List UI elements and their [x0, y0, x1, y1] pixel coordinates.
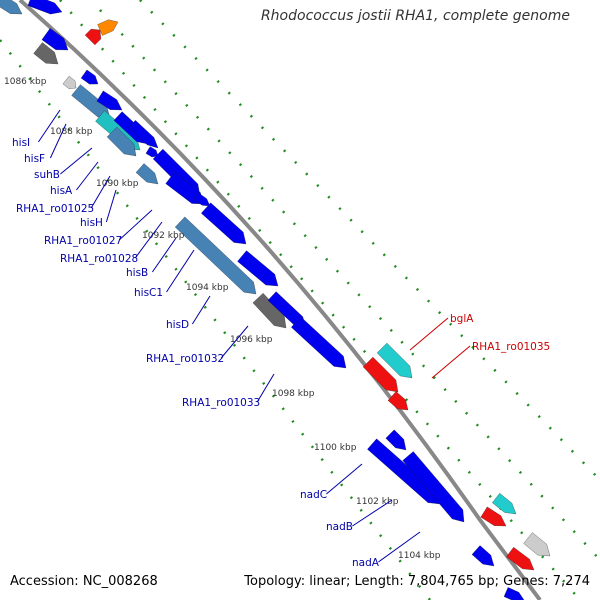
kbp-ticks: 1086 kbp 1088 kbp 1090 kbp 1092 kbp 1094 kbp…	[4, 77, 441, 561]
gene-label-right: bglA	[450, 313, 474, 325]
gene-label-connector	[37, 109, 61, 143]
gene-label-connector	[105, 189, 117, 223]
tick-label: 1096 kbp	[230, 335, 273, 345]
gene-label-connector	[60, 147, 93, 175]
tick-label: 1094 kbp	[186, 283, 229, 293]
gene-arrow-35	[523, 532, 551, 557]
gene-arrow-25	[376, 342, 413, 379]
gene-arrow-11	[96, 90, 123, 111]
tick-label: 1086 kbp	[4, 77, 47, 87]
gene-arrow-19	[201, 202, 247, 245]
gene-arrow-24	[291, 316, 347, 369]
gene-arrow-21	[237, 250, 279, 287]
gene-arrow-34	[506, 546, 535, 571]
gene-label-left: RHA1_ro01032	[146, 353, 224, 365]
gene-arrow-13	[128, 120, 159, 149]
gene-arrow-36	[503, 587, 525, 600]
gene-label-connector	[431, 345, 471, 379]
gene-arrow-5	[41, 28, 69, 51]
dot-line-0	[0, 39, 431, 600]
gene-arrow-7	[80, 69, 99, 85]
gene-label-left: nadC	[300, 489, 327, 501]
gene-label-connector	[166, 249, 195, 293]
gene-label-left: RHA1_ro01028	[60, 253, 138, 265]
gene-arrow-31	[480, 506, 507, 527]
tick-label: 1098 kbp	[272, 389, 315, 399]
tick-label: 1100 kbp	[314, 443, 357, 453]
gene-arrow-10	[106, 126, 137, 157]
gene-label-left: RHA1_ro01027	[44, 235, 122, 247]
gene-arrow-20	[174, 216, 257, 295]
gene-label-left: hisD	[166, 319, 189, 331]
gene-label-left: nadB	[326, 521, 353, 533]
gene-label-connector	[191, 295, 211, 325]
gene-label-left: RHA1_ro01025	[16, 203, 94, 215]
gene-arrow-22	[252, 292, 287, 329]
gene-arrow-18	[193, 192, 211, 207]
gene-label-left: hisI	[12, 137, 30, 149]
gene-arrow-15	[135, 163, 159, 185]
gene-label-connector	[326, 463, 363, 495]
gene-label-connector	[90, 175, 111, 209]
gene-arrow-27	[387, 391, 409, 411]
tick-label: 1092 kbp	[142, 231, 185, 241]
gene-label-connector	[134, 221, 163, 259]
tick-label: 1090 kbp	[96, 179, 139, 189]
gene-label-left: suhB	[34, 169, 60, 181]
dot-line-1	[99, 9, 600, 561]
gene-label-connector	[76, 161, 99, 191]
tick-label: 1104 kbp	[398, 551, 441, 561]
accession-text: Accession: NC_008268	[10, 574, 158, 589]
gene-arrow-8	[71, 84, 111, 119]
gene-label-connector	[378, 531, 421, 563]
gene-label-left: hisA	[50, 185, 73, 197]
gene-arrow-26	[362, 356, 399, 393]
tick-label: 1102 kbp	[356, 497, 399, 507]
gene-label-left: hisB	[126, 267, 148, 279]
gene-arrow-14	[145, 146, 159, 158]
gene-arrow-0	[0, 0, 23, 15]
tick-label: 1088 kbp	[50, 127, 93, 137]
gene-label-connector	[256, 373, 275, 403]
gene-label-connector	[49, 123, 67, 159]
gene-label-connector	[352, 499, 393, 527]
gene-label-left: RHA1_ro01033	[182, 397, 260, 409]
gene-labels: hisI hisF suhB hisA RHA1_ro01025 hisH RHA1_ro0…	[12, 109, 550, 569]
backbone-line	[18, 0, 542, 600]
gene-arrow-32	[492, 493, 517, 515]
gene-label-connector	[118, 209, 153, 241]
gene-arrow-2	[84, 28, 102, 46]
gene-arrow-30	[402, 451, 465, 523]
genome-backbone	[18, 0, 542, 600]
gene-arrow-6	[62, 75, 77, 89]
gene-arrow-3	[97, 19, 119, 36]
gene-label-right: RHA1_ro01035	[472, 341, 550, 353]
gene-label-left: hisC1	[134, 287, 163, 299]
gene-label-connector	[151, 237, 177, 273]
gene-label-left: nadA	[352, 557, 380, 569]
topology-text: Topology: linear; Length: 7,804,765 bp; …	[244, 574, 590, 589]
genome-title: Rhodococcus jostii RHA1, complete genome	[260, 8, 570, 24]
gene-label-left: hisF	[24, 153, 45, 165]
gene-label-connector	[409, 317, 449, 351]
gene-label-left: hisH	[80, 217, 103, 229]
gene-arrow-1	[27, 0, 63, 15]
gene-arrow-28	[385, 429, 407, 451]
gene-arrow-33	[471, 545, 495, 567]
gene-label-connector	[220, 325, 249, 359]
gene-arrow-4	[33, 42, 59, 65]
gene-features	[0, 0, 551, 600]
